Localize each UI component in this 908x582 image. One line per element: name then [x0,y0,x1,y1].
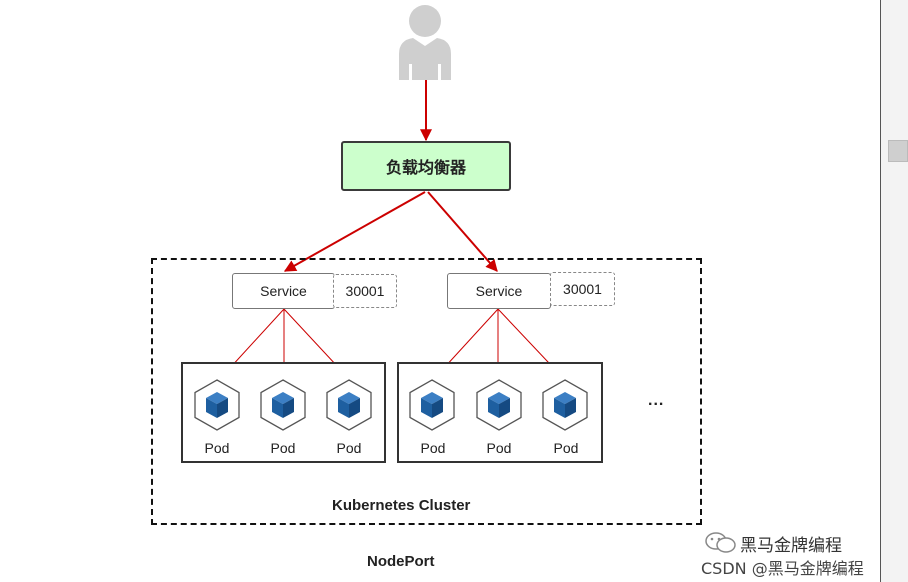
arrow-lb-to-service-1 [283,191,426,272]
node-port-box-1: 30001 [333,274,397,308]
pod-cube-icon [476,379,522,431]
pod-label: Pod [420,440,446,456]
pod-cube-icon [409,379,455,431]
cluster-label: Kubernetes Cluster [332,497,471,514]
more-pods-ellipsis: ... [648,392,665,409]
user-icon [399,5,451,80]
kubernetes-cluster-boundary [151,258,702,525]
load-balancer-label: 负载均衡器 [385,158,466,177]
pod-label: Pod [270,440,296,456]
service-label: Service [260,283,307,299]
pod-label: Pod [553,440,579,456]
pod-label: Pod [336,440,362,456]
arrow-lb-to-service-2 [427,191,498,272]
pod-cube-icon [260,379,306,431]
pod-cube-icon [326,379,372,431]
watermark-credit: CSDN @黑马金牌编程 [701,559,864,578]
load-balancer-box: 负载均衡器 [341,141,511,191]
pod-label: Pod [486,440,512,456]
watermark-brand: 黑马金牌编程 [740,536,842,556]
service-box-2: Service [447,273,551,309]
vertical-scrollbar[interactable] [880,0,908,582]
pod-cube-icon [194,379,240,431]
node-port-value: 30001 [563,281,602,297]
pod-label: Pod [204,440,230,456]
pod-cube-icon [542,379,588,431]
service-label: Service [475,283,523,299]
service-box-1: Service [232,273,335,309]
diagram-caption: NodePort [367,553,435,570]
wechat-icon [705,532,736,553]
node-port-box-2: 30001 [550,272,615,306]
node-port-value: 30001 [345,283,385,299]
